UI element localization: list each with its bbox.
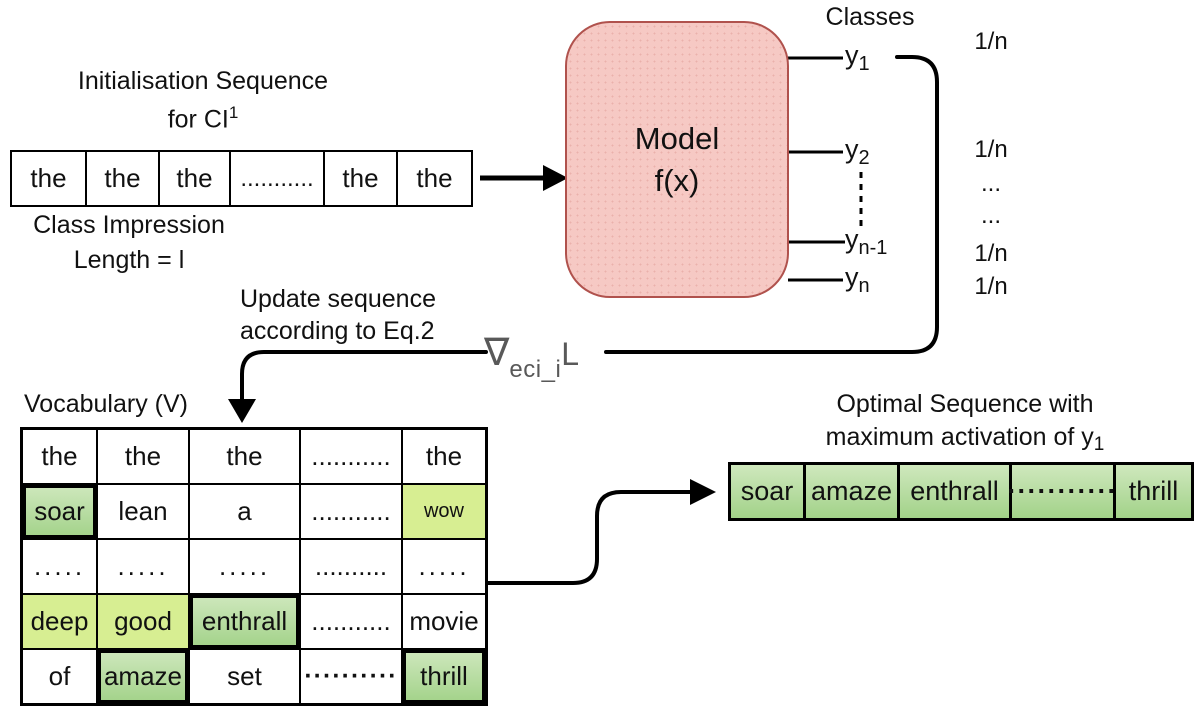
output-label-yn-1: yn-1	[845, 224, 888, 259]
vcell-enthrall: enthrall	[189, 594, 300, 649]
ocell-thrill: thrill	[1116, 465, 1191, 518]
vcell-deep: deep	[22, 594, 97, 649]
vcell-of: of	[22, 649, 97, 704]
icell-dots: ...........	[231, 152, 325, 205]
vcell-dots: ..........	[300, 539, 402, 594]
probability-label: 1/n	[974, 28, 1008, 55]
vcell-dots: .....	[22, 539, 97, 594]
ocell-amaze: amaze	[806, 465, 900, 518]
probability-ellipsis: ...	[980, 170, 1001, 197]
update-rule-line2: according to Eq.2	[240, 317, 435, 345]
vcell-a: a	[189, 484, 300, 539]
probability-label: 1/n	[974, 136, 1008, 163]
model-name: Model	[634, 120, 720, 156]
vcell-movie: movie	[402, 594, 486, 649]
vcell-dots: .....	[189, 539, 300, 594]
vcell-wow: wow	[402, 484, 486, 539]
icell-the: the	[416, 163, 453, 193]
vcell-dots: ...........	[300, 484, 402, 539]
icell-the: the	[325, 152, 398, 205]
update-rule-line1: Update sequence	[240, 285, 436, 313]
vcell-set: set	[189, 649, 300, 704]
output-label-y1: y1	[845, 40, 870, 75]
output-label-yn: yn	[845, 262, 870, 297]
icell-the: the	[160, 152, 231, 205]
class-impression-caption-line2: Length = l	[73, 246, 185, 274]
vcell-amaze: amaze	[97, 649, 189, 704]
arrow-vocabulary-to-optimal	[486, 479, 716, 585]
optimal-title-line2: maximum activation of y1	[825, 423, 1105, 455]
ocell-enthrall: enthrall	[900, 465, 1012, 518]
vcell-the: the	[22, 429, 97, 484]
vcell-the: the	[402, 429, 486, 484]
vcell-lean: lean	[97, 484, 189, 539]
vocabulary-title: Vocabulary (V)	[24, 390, 188, 418]
probability-ellipsis: ...	[980, 202, 1001, 229]
nabla-icon: ∇	[484, 332, 510, 374]
model-box: Model f(x)	[565, 21, 789, 298]
vcell-dots: ··········	[300, 649, 402, 704]
vcell-the: the	[189, 429, 300, 484]
output-label-y2: y2	[845, 134, 870, 169]
vcell-dots: .....	[402, 539, 486, 594]
ocell-dots: ···········	[1008, 465, 1116, 518]
vcell-dots: ...........	[300, 429, 402, 484]
arrow-init-to-model	[480, 165, 568, 191]
vcell-good: good	[97, 594, 189, 649]
ci-superscript: 1	[228, 103, 239, 122]
probability-label: 1/n	[974, 273, 1008, 300]
classes-title: Classes	[825, 3, 915, 31]
gradient-symbol: ∇eci_iL	[484, 332, 580, 383]
vcell-dots: .....	[97, 539, 189, 594]
vcell-thrill: thrill	[402, 649, 486, 704]
class-impression-caption-line1: Class Impression	[33, 211, 225, 239]
ocell-soar: soar	[731, 465, 806, 518]
probability-label: 1/n	[974, 240, 1008, 267]
icell-the: the	[87, 152, 160, 205]
init-sequence-title-line2: for CI1	[167, 103, 239, 134]
y1-subscript: 1	[1093, 434, 1105, 455]
icell-the: the	[12, 152, 87, 205]
optimal-title-line1: Optimal Sequence with	[836, 390, 1094, 418]
vcell-soar: soar	[22, 484, 97, 539]
init-sequence-title-line1: Initialisation Sequence	[77, 67, 329, 95]
arrow-gradient-to-vocabulary	[228, 350, 488, 423]
model-function: f(x)	[654, 162, 700, 198]
vcell-the: the	[97, 429, 189, 484]
vcell-dots: ...........	[300, 594, 402, 649]
